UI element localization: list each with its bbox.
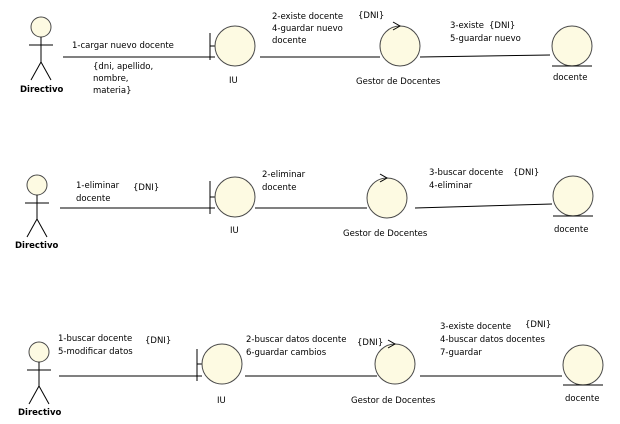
message-3-line-2: 4-eliminar — [429, 181, 473, 191]
message-1-param-line-2: nombre, — [93, 74, 129, 84]
message-1-line-1: 1-cargar nuevo docente — [72, 41, 174, 51]
message-2-param: {DNI} — [358, 11, 384, 21]
message-2-line-1: 2-eliminar — [262, 170, 306, 180]
message-2-param: {DNI} — [357, 338, 383, 348]
message-3-line-1: 3-buscar docente — [429, 168, 503, 178]
actor-label: Directivo — [20, 85, 63, 95]
actor-label: Directivo — [15, 241, 58, 251]
control-object[interactable] — [366, 173, 408, 219]
actor-label: Directivo — [18, 408, 61, 418]
control-object[interactable] — [374, 339, 416, 385]
boundary-label: IU — [230, 226, 239, 236]
boundary-object[interactable] — [209, 176, 256, 218]
link-control-entity — [414, 203, 553, 209]
message-1-param: {DNI} — [145, 336, 171, 346]
message-1-line-2: docente — [76, 194, 110, 204]
message-2-line-3: docente — [272, 36, 306, 46]
message-1-param-line-3: materia} — [93, 86, 132, 96]
message-2-line-2: 4-guardar nuevo — [272, 24, 343, 34]
message-2-line-2: docente — [262, 183, 296, 193]
boundary-object[interactable] — [196, 343, 243, 385]
message-1-line-1: 1-eliminar — [76, 181, 120, 191]
message-1-line-1: 1-buscar docente — [58, 334, 132, 344]
boundary-label: IU — [217, 396, 226, 406]
message-1-param-line-1: {dni, apellido, — [93, 62, 153, 72]
control-label: Gestor de Docentes — [356, 77, 441, 87]
message-3-line-2: 5-guardar nuevo — [450, 34, 521, 44]
actor-figure[interactable] — [25, 174, 49, 238]
message-3-line-1: 3-existe — [450, 21, 484, 31]
control-object[interactable] — [379, 21, 421, 67]
link-control-entity — [419, 54, 551, 58]
entity-object[interactable] — [562, 344, 604, 386]
message-1-line-2: 5-modificar datos — [58, 347, 133, 357]
actor-figure[interactable] — [27, 341, 51, 405]
diagram-2: Directivo IU Gestor de Docentes docente … — [15, 168, 594, 251]
message-2-line-1: 2-existe docente — [272, 12, 343, 22]
message-3-param: {DNI} — [525, 320, 551, 330]
entity-label: docente — [554, 225, 588, 235]
entity-object[interactable] — [552, 175, 594, 217]
entity-label: docente — [565, 394, 599, 404]
message-3-line-1: 3-existe docente — [440, 322, 511, 332]
diagram-1: Directivo IU Gestor de Docentes docente … — [20, 11, 593, 96]
message-2-line-2: 6-guardar cambios — [246, 348, 327, 358]
control-label: Gestor de Docentes — [351, 396, 436, 406]
control-label: Gestor de Docentes — [343, 229, 428, 239]
boundary-label: IU — [229, 76, 238, 86]
entity-object[interactable] — [551, 25, 593, 67]
boundary-object[interactable] — [209, 25, 256, 67]
message-1-param: {DNI} — [133, 183, 159, 193]
message-3-param: {DNI} — [489, 21, 515, 31]
message-3-param: {DNI} — [513, 168, 539, 178]
actor-figure[interactable] — [29, 16, 53, 81]
entity-label: docente — [553, 73, 587, 83]
message-3-line-3: 7-guardar — [440, 348, 482, 358]
message-2-line-1: 2-buscar datos docente — [246, 335, 346, 345]
diagram-3: Directivo IU Gestor de Docentes docente … — [18, 320, 604, 418]
message-3-line-2: 4-buscar datos docentes — [440, 335, 545, 345]
